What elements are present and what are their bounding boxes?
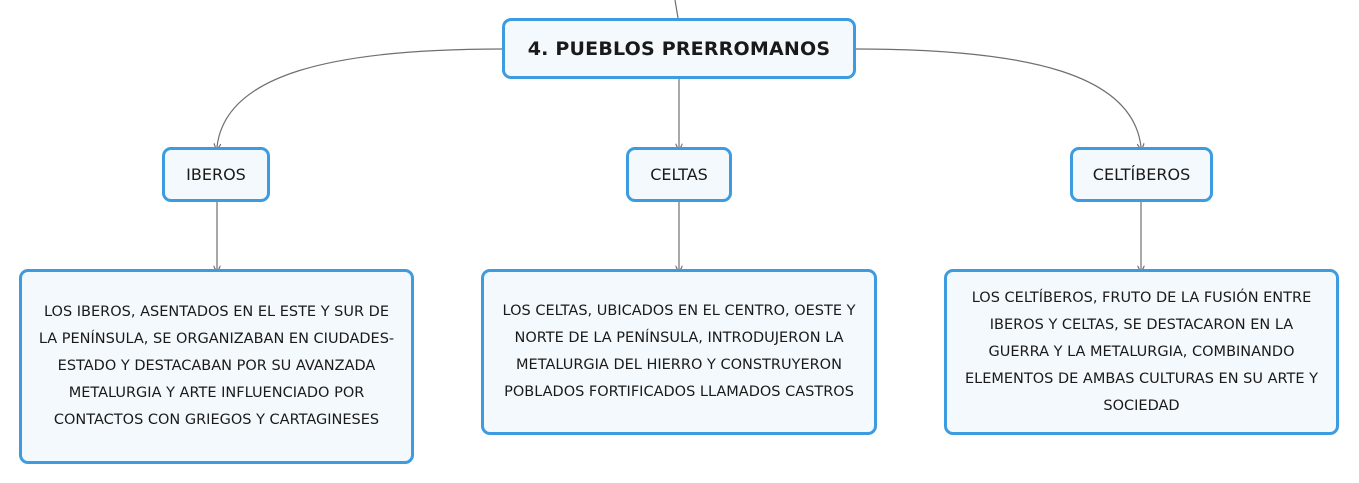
- detail-node-celtas[interactable]: LOS CELTAS, UBICADOS EN EL CENTRO, OESTE…: [481, 269, 877, 435]
- topic-node-label: CELTAS: [650, 165, 708, 184]
- topic-node-label: CELTÍBEROS: [1092, 165, 1191, 184]
- topic-node-iberos[interactable]: IBEROS: [162, 147, 270, 202]
- topic-node-celtiberos[interactable]: CELTÍBEROS: [1070, 147, 1213, 202]
- detail-node-iberos[interactable]: LOS IBEROS, ASENTADOS EN EL ESTE Y SUR D…: [19, 269, 414, 464]
- detail-node-text: LOS IBEROS, ASENTADOS EN EL ESTE Y SUR D…: [38, 304, 395, 428]
- topic-node-celtas[interactable]: CELTAS: [626, 147, 732, 202]
- connector-root-to-iberos: [217, 48, 503, 147]
- detail-node-text: LOS CELTÍBEROS, FRUTO DE LA FUSIÓN ENTRE…: [964, 289, 1319, 414]
- topic-node-label: IBEROS: [186, 165, 246, 184]
- connector-parent-to-root: [674, 0, 679, 19]
- detail-node-text: LOS CELTAS, UBICADOS EN EL CENTRO, OESTE…: [502, 303, 856, 400]
- root-node-title: 4. PUEBLOS PRERROMANOS: [527, 37, 831, 60]
- connector-root-to-celtiberos: [855, 48, 1141, 147]
- detail-node-celtiberos[interactable]: LOS CELTÍBEROS, FRUTO DE LA FUSIÓN ENTRE…: [944, 269, 1339, 435]
- root-node[interactable]: 4. PUEBLOS PRERROMANOS: [502, 18, 856, 79]
